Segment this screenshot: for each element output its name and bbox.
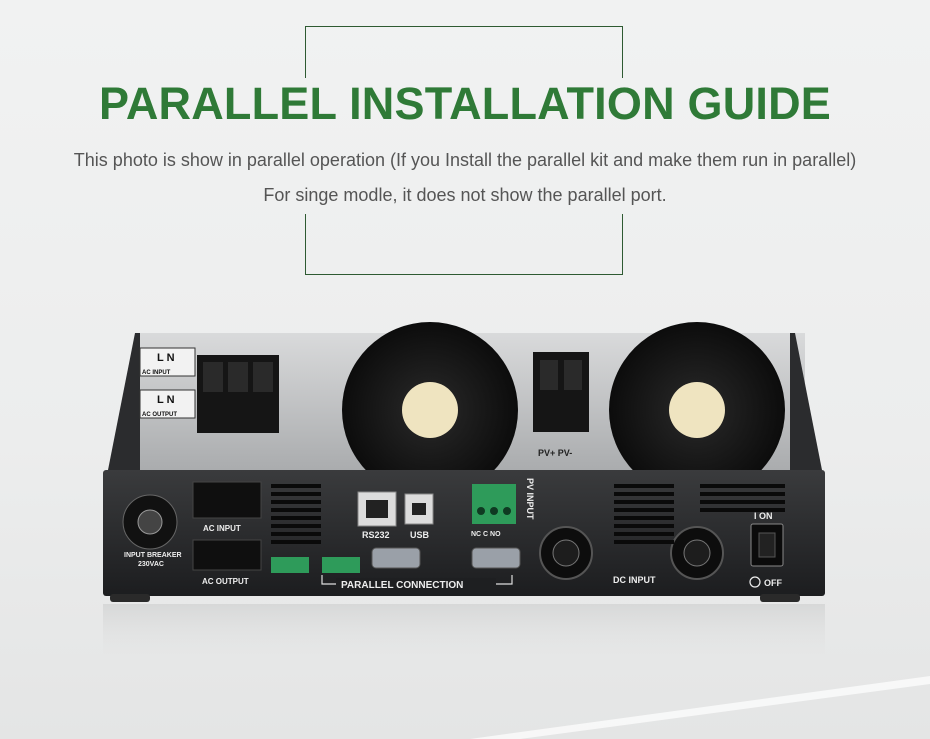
decorative-frame-top (305, 26, 623, 78)
relay-connector (472, 484, 516, 524)
ac-terminal-2 (228, 362, 248, 392)
floor-reflection (103, 604, 825, 674)
ac-output-terminal-label (139, 389, 196, 419)
decorative-frame-bottom (305, 214, 623, 275)
usb-text: USB (410, 530, 430, 540)
ac-terminal-1 (203, 362, 223, 392)
parallel-label-bg (336, 578, 496, 590)
left-side-panel (108, 333, 140, 470)
ac-input-top-text: AC INPUT (142, 370, 171, 376)
rs232-text: RS232 (362, 530, 390, 540)
power-icon (749, 576, 761, 588)
ac-input-port (192, 481, 262, 519)
pv-minus-terminal (564, 360, 582, 390)
usb-port (404, 493, 434, 525)
parallel-connection-text: PARALLEL CONNECTION (341, 580, 463, 591)
light-streak (470, 676, 930, 739)
subtitle-line-2: For singe modle, it does not show the pa… (263, 185, 667, 205)
fan-right-hub (669, 382, 725, 438)
page-title: PARALLEL INSTALLATION GUIDE (98, 78, 832, 129)
ac-output-port-text: AC OUTPUT (202, 577, 249, 586)
input-breaker-button (137, 509, 163, 535)
subtitle-line-1: This photo is show in parallel operation… (73, 150, 857, 170)
pv-plus-terminal (540, 360, 558, 390)
parallel-terminal-right (322, 557, 360, 573)
vent-left (271, 484, 321, 544)
switch-on-text: I ON (754, 511, 773, 521)
foot-right (760, 594, 800, 602)
input-breaker-text: INPUT BREAKER (124, 552, 182, 559)
switch-off-text: OFF (764, 578, 782, 588)
pv-top-text: PV+ PV- (538, 448, 572, 458)
breaker-voltage-text: 230VAC (138, 561, 164, 568)
ac-input-terminal-label (139, 347, 196, 377)
inverter-device-photo: L N AC INPUT L N AC OUTPUT PV+ PV- INPUT… (103, 322, 930, 739)
foot-left (110, 594, 150, 602)
relay-text: NC C NO (471, 531, 501, 538)
parallel-terminal-left (271, 557, 309, 573)
right-side-panel (790, 333, 822, 470)
ac-terminal-3 (253, 362, 273, 392)
ac-input-port-text: AC INPUT (203, 524, 241, 533)
ac-output-top-text: AC OUTPUT (142, 412, 177, 418)
dc-input-text: DC INPUT (613, 575, 656, 585)
fan-left-hub (402, 382, 458, 438)
parallel-db9-right (471, 547, 521, 569)
usb-jack (412, 503, 426, 515)
ac-input-ln-text: L N (157, 352, 175, 364)
parallel-db9-left (371, 547, 421, 569)
vent-right (614, 484, 785, 544)
ac-output-port (192, 539, 262, 571)
rs232-jack (366, 500, 388, 518)
ac-output-ln-text: L N (157, 394, 175, 406)
pv-input-text: PV INPUT (525, 478, 535, 520)
